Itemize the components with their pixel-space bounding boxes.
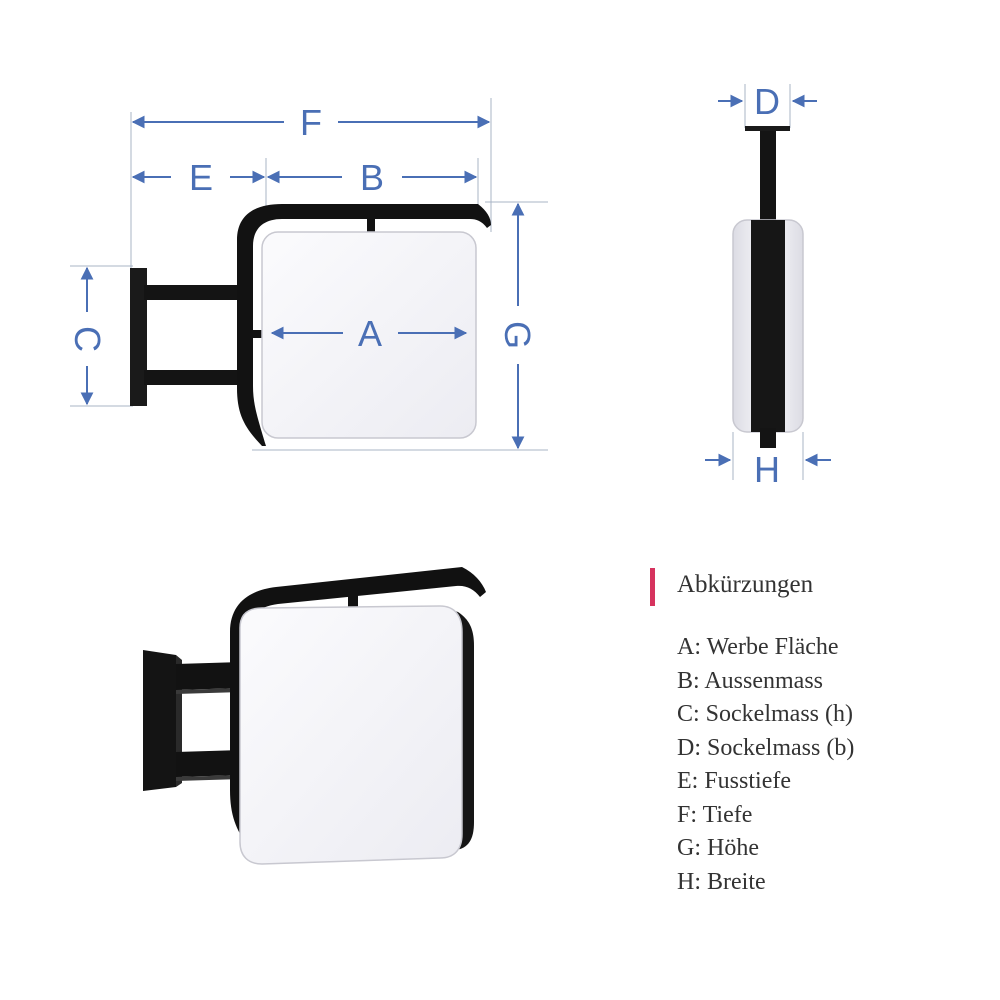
dimension-e: E xyxy=(131,157,266,198)
legend-item-d: D: Sockelmass (b) xyxy=(677,734,855,761)
front-view: F E B A C G xyxy=(67,98,548,451)
legend-item-f: F: Tiefe xyxy=(677,801,753,828)
top-hanger xyxy=(367,217,375,235)
legend-header: Abkürzungen xyxy=(650,565,980,606)
dimension-d: D xyxy=(718,81,817,122)
legend-item-b: B: Aussenmass xyxy=(677,667,824,694)
perspective-top-hanger xyxy=(348,590,358,610)
label-f: F xyxy=(300,102,322,143)
label-e: E xyxy=(189,157,213,198)
dimension-h: H xyxy=(705,432,831,490)
side-view: D H xyxy=(705,81,831,490)
legend-item-e: E: Fusstiefe xyxy=(677,768,791,794)
side-frame-tail xyxy=(760,428,776,448)
label-g: G xyxy=(497,321,538,349)
legend-item-h: H: Breite xyxy=(677,868,766,895)
perspective-frame-bracket xyxy=(230,567,486,846)
side-base-plate xyxy=(745,126,790,131)
lower-support-arm xyxy=(144,370,242,385)
frame-nub xyxy=(252,330,262,338)
side-frame-bar xyxy=(751,220,785,432)
legend-accent-bar xyxy=(650,568,655,606)
dimension-g: G xyxy=(497,202,538,450)
dimension-b: B xyxy=(266,157,478,198)
perspective-upper-arm xyxy=(176,662,242,690)
legend-title: Abkürzungen xyxy=(677,571,814,598)
dimension-a: A xyxy=(270,313,468,354)
legend: Abkürzungen A: Werbe Fläche B: Aussenmas… xyxy=(650,565,980,899)
legend-item-a: A: Werbe Fläche xyxy=(677,634,839,660)
side-stem xyxy=(760,131,776,223)
legend-item-c: C: Sockelmass (h) xyxy=(677,701,853,727)
upper-support-arm xyxy=(144,285,242,300)
extension-lines xyxy=(70,98,548,451)
label-a: A xyxy=(358,313,382,354)
light-panel xyxy=(261,231,477,439)
dimension-c: C xyxy=(67,266,108,406)
label-b: B xyxy=(360,157,384,198)
legend-item-g: G: Höhe xyxy=(677,835,759,861)
label-d: D xyxy=(754,81,780,122)
perspective-lower-arm xyxy=(176,750,242,777)
perspective-view xyxy=(143,567,486,865)
legend-list: A: Werbe Fläche B: Aussenmass C: Sockelm… xyxy=(677,631,980,899)
perspective-panel-face xyxy=(239,605,463,865)
label-h: H xyxy=(754,449,780,490)
wall-base-plate xyxy=(130,268,147,406)
label-c: C xyxy=(67,326,108,352)
perspective-wall-plate xyxy=(143,650,176,791)
dimension-f: F xyxy=(131,102,491,143)
